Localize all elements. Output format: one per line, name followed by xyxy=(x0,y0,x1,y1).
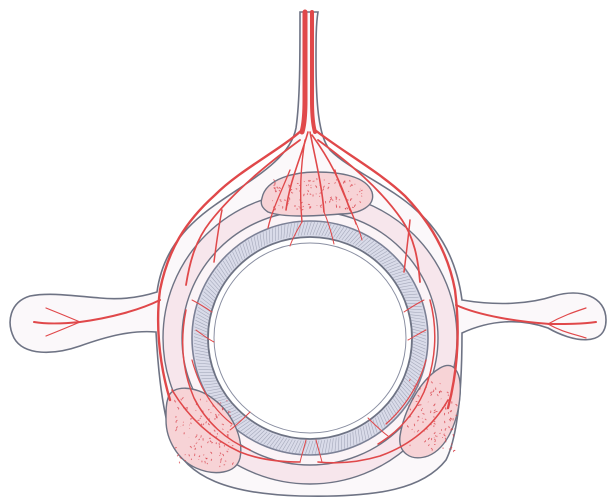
lumen xyxy=(208,237,412,439)
